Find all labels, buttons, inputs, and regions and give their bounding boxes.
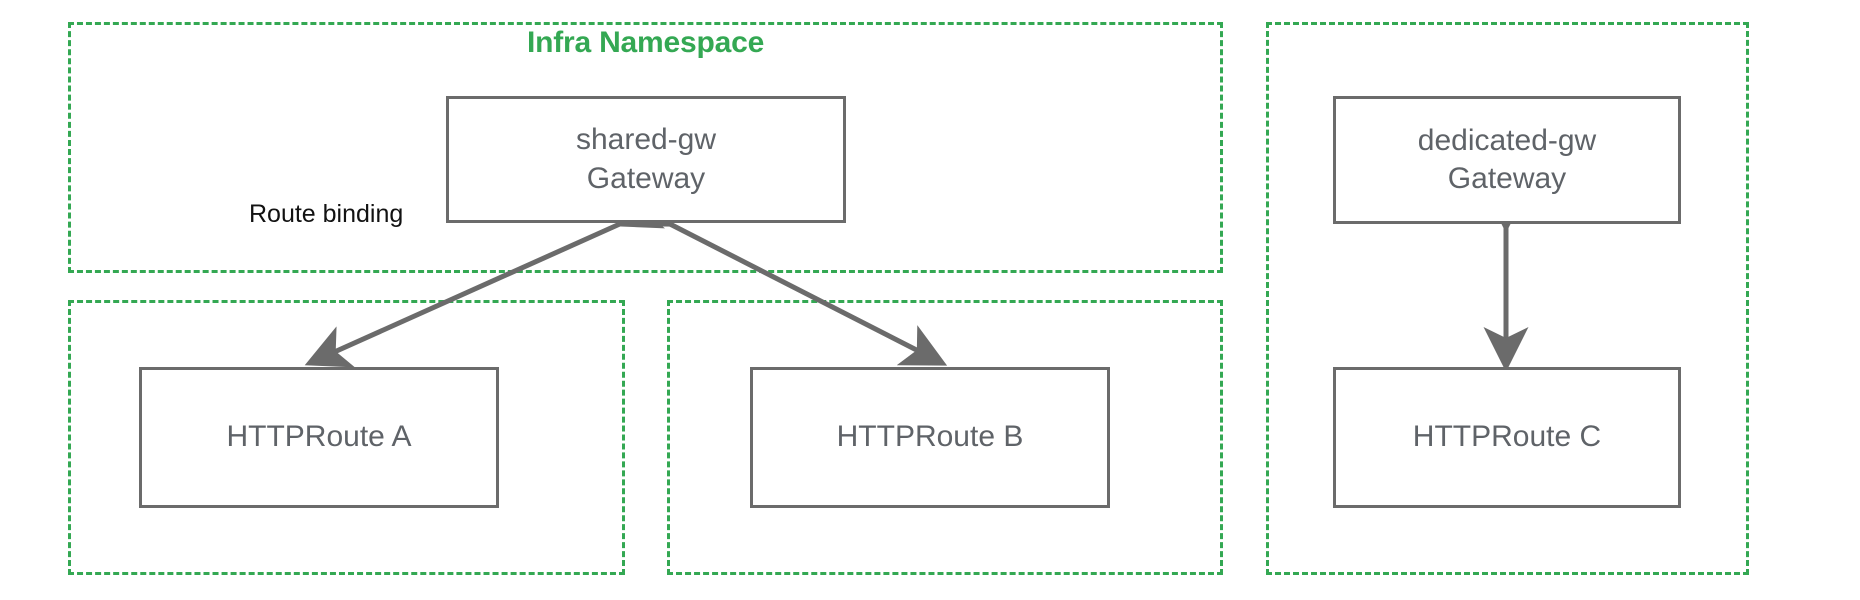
- node-shared-gw-name: shared-gw: [575, 123, 717, 157]
- node-httproute-a-name: HTTPRoute A: [226, 420, 412, 454]
- node-httproute-c-name: HTTPRoute C: [1412, 420, 1602, 454]
- node-httproute-b-name: HTTPRoute B: [836, 420, 1024, 454]
- node-shared-gw[interactable]: shared-gw Gateway: [446, 96, 846, 223]
- node-httproute-c[interactable]: HTTPRoute C: [1333, 367, 1681, 508]
- node-httproute-a[interactable]: HTTPRoute A: [139, 367, 499, 508]
- node-shared-gw-kind: Gateway: [586, 161, 706, 195]
- edge-label-route-binding: Route binding: [249, 200, 404, 228]
- node-dedicated-gw-name: dedicated-gw: [1417, 123, 1597, 157]
- namespace-c-box: [1266, 22, 1749, 575]
- node-dedicated-gw[interactable]: dedicated-gw Gateway: [1333, 96, 1681, 224]
- node-httproute-b[interactable]: HTTPRoute B: [750, 367, 1110, 508]
- node-dedicated-gw-kind: Gateway: [1447, 162, 1567, 195]
- namespace-infra-label: Infra Namespace: [526, 26, 765, 59]
